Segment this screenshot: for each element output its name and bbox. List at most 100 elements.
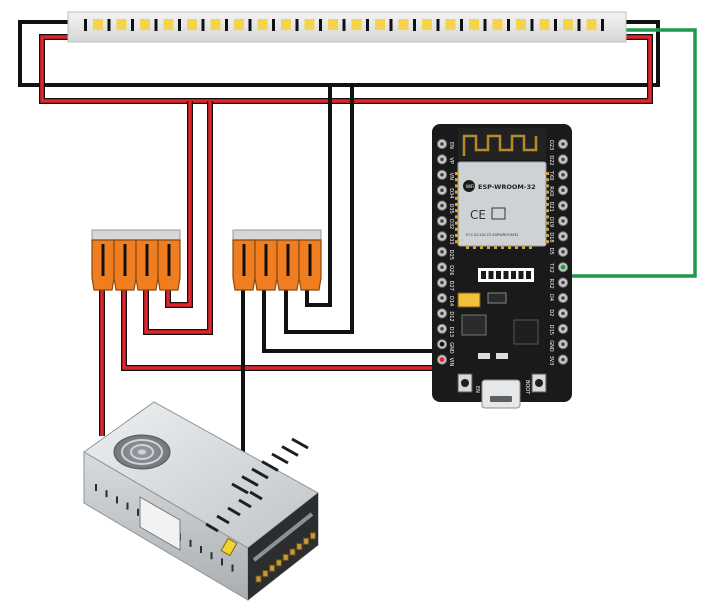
strip-resistor (460, 19, 463, 31)
psu-terminal-screw[interactable] (269, 564, 276, 572)
esp32-pin-label: D25 (448, 250, 454, 260)
esp32-pin-label: D12 (448, 311, 454, 321)
strip-resistor (507, 19, 510, 31)
psu-vent-slot (261, 460, 279, 472)
red-wire-strip-loop (39, 34, 653, 104)
esp32-wired-pin-dot (439, 357, 445, 362)
strip-resistor (319, 19, 322, 31)
psu-vent-slot (238, 498, 252, 509)
strip-led (163, 19, 174, 30)
esp32-left-header: ENVPVND34D35D32D33D25D26D27D14D12D13GNDV… (436, 138, 454, 367)
black-wire-strip-loop (18, 20, 660, 87)
wago-connector-right (232, 229, 322, 291)
psu-terminal-screw[interactable] (289, 548, 296, 556)
psu-vent-slot (251, 467, 269, 480)
strip-led (210, 19, 221, 30)
wago-connector-left (91, 229, 181, 291)
fcc-logo-icon (491, 207, 506, 220)
strip-resistor (342, 19, 346, 31)
psu-vent-slot (231, 482, 249, 495)
esp32-pin-label: D22 (548, 155, 554, 165)
led-row (481, 271, 531, 279)
esp32-wifi-label: WiFi (466, 184, 474, 189)
green-data-wire (566, 28, 697, 278)
psu-terminal-screw[interactable] (309, 532, 316, 540)
board-smd-part (503, 271, 509, 279)
esp32-pin-label: D19 (548, 217, 554, 227)
psu-terminal-screw[interactable] (255, 575, 262, 583)
esp32-pin-label: D34 (448, 188, 454, 198)
esp32-pin-label: D13 (448, 327, 454, 337)
esp32-pin-label: D2 (548, 309, 554, 316)
strip-led (140, 19, 150, 30)
strip-resistor (389, 19, 393, 31)
esp32-right-header: D23D22TX0RX0D21D19D18D5TX2RX2D4D2D15GND3… (439, 138, 569, 366)
esp32-pin-label: D23 (548, 140, 554, 150)
micro-usb-port (481, 379, 521, 409)
wago-lever-bar (91, 229, 181, 241)
black-wire-to-esp32-gnd (262, 275, 444, 353)
strip-resistor (225, 19, 228, 31)
wifi-icon (463, 180, 475, 192)
esp32-module-name: ESP-WROOM-32 (478, 183, 536, 191)
strip-resistor (272, 19, 275, 31)
board-smd-part (496, 271, 501, 279)
small-smd-b (496, 353, 508, 359)
en-button[interactable] (457, 373, 473, 393)
esp32-pin-label: D21 (548, 202, 554, 212)
esp32-pin-label: 3V3 (548, 356, 554, 366)
esp32-pin-label: D26 (448, 265, 454, 275)
strip-resistor (577, 19, 581, 31)
esp32-pin-label: D33 (448, 234, 454, 244)
strip-resistor (84, 19, 87, 31)
led-strip-leds (84, 19, 604, 31)
strip-led (539, 19, 550, 30)
psu-terminals (255, 532, 316, 583)
strip-led (116, 19, 127, 30)
strip-resistor (107, 19, 111, 31)
strip-led (351, 19, 362, 30)
strip-resistor (178, 19, 181, 31)
psu-vent-slot (281, 445, 299, 457)
led-strip (67, 11, 627, 43)
strip-resistor (601, 19, 604, 31)
psu-vent-slot (216, 514, 230, 525)
psu-terminal-screw[interactable] (262, 570, 269, 578)
strip-led (445, 19, 456, 30)
esp32-pin-label: EN (448, 142, 454, 149)
psu-vent-slot (205, 522, 219, 533)
esp32-antenna-trace (462, 134, 538, 156)
smd-component (487, 292, 507, 304)
strip-led (469, 19, 479, 30)
power-supply-unit (83, 401, 319, 602)
psu-terminal-screw[interactable] (296, 543, 303, 551)
esp32-pin-label: RX2 (548, 279, 554, 289)
psu-terminal-screw[interactable] (275, 559, 282, 567)
esp32-pin-label: GND (448, 342, 454, 354)
esp32-pin-label: D15 (548, 325, 554, 335)
strip-led (375, 19, 385, 30)
psu-vent-slot (271, 452, 289, 465)
esp32-pin-label: D4 (548, 294, 554, 301)
strip-resistor (436, 19, 440, 31)
strip-resistor (554, 19, 557, 31)
boot-button[interactable] (531, 373, 547, 393)
strip-resistor (413, 19, 416, 31)
black-wire-to-right-wago-b (284, 85, 354, 334)
strip-led (93, 19, 103, 30)
esp32-pin-label: D32 (448, 219, 454, 229)
psu-label-sticker (139, 496, 181, 551)
psu-terminal-screw[interactable] (282, 553, 289, 561)
en-button-label: EN (474, 386, 480, 393)
board-smd-part (526, 271, 531, 279)
esp32-pin-label: GND (548, 340, 554, 352)
wires (18, 20, 697, 462)
esp32-pin-label: VIN (448, 358, 454, 367)
strip-led (328, 19, 338, 30)
psu-vent-slot (249, 490, 263, 501)
esp32-pin-label: TX2 (548, 262, 554, 273)
psu-terminal-screw[interactable] (303, 537, 310, 545)
module-pads (455, 172, 549, 249)
strip-resistor (248, 19, 252, 31)
